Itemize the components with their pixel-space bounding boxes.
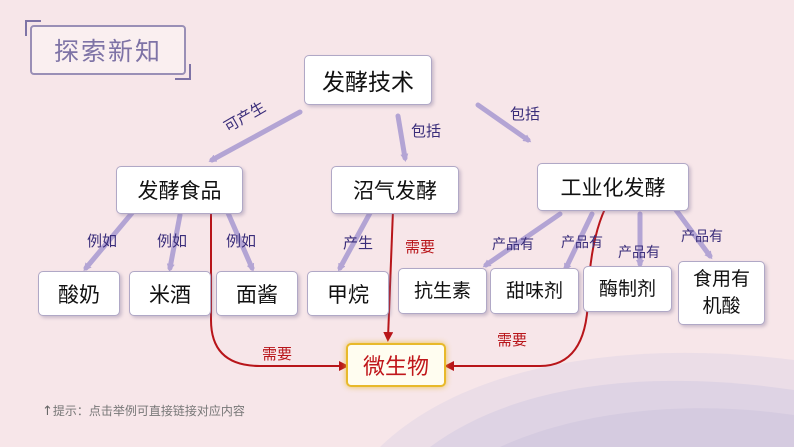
label-example-2: 例如 — [157, 232, 188, 250]
arrow-industry-to-acid — [673, 207, 713, 260]
arrow-industry-to-antibiotic — [482, 211, 563, 268]
section-title-tag: 探索新知 — [25, 20, 191, 80]
label-include-left: 包括 — [411, 122, 442, 140]
red-arrow-biogas-to-microbe — [383, 209, 394, 342]
label-include-right: 包括 — [510, 105, 541, 123]
label-example-3: 例如 — [226, 232, 257, 250]
leaf-rice-wine[interactable]: 米酒 — [129, 271, 211, 316]
arrow-food-to-beanpaste — [225, 210, 255, 272]
arrow-root-to-biogas — [395, 113, 409, 162]
label-need-top: 需要 — [405, 238, 436, 256]
hint-text-row: ↑提示：点击举例可直接链接对应内容 — [42, 402, 245, 419]
arrow-root-to-food — [208, 109, 303, 163]
node-microorganism[interactable]: 微生物 — [346, 343, 446, 387]
leaf-antibiotic[interactable]: 抗生素 — [398, 268, 487, 314]
label-products-4: 产品有 — [681, 229, 723, 245]
leaf-yogurt[interactable]: 酸奶 — [38, 271, 120, 316]
node-biogas-fermentation[interactable]: 沼气发酵 — [331, 166, 459, 214]
leaf-methane[interactable]: 甲烷 — [307, 271, 389, 316]
label-produce: 产生 — [343, 234, 374, 252]
label-need-left: 需要 — [262, 345, 293, 363]
leaf-enzyme[interactable]: 酶制剂 — [583, 266, 672, 312]
label-example-1: 例如 — [87, 232, 118, 250]
node-industrial-fermentation[interactable]: 工业化发酵 — [537, 163, 689, 211]
arrow-biogas-to-methane — [337, 210, 373, 272]
leaf-sweetener[interactable]: 甜味剂 — [490, 268, 579, 314]
leaf-bean-paste[interactable]: 面酱 — [216, 271, 298, 316]
hint-text: 提示：点击举例可直接链接对应内容 — [52, 404, 245, 418]
node-fermentation-technology[interactable]: 发酵技术 — [304, 55, 432, 105]
label-products-1: 产品有 — [492, 237, 534, 253]
arrow-food-to-yogurt — [83, 210, 135, 272]
arrow-food-to-ricewine — [166, 212, 183, 272]
node-fermented-food[interactable]: 发酵食品 — [116, 166, 243, 214]
arrow-industry-to-sweetener — [563, 211, 595, 272]
label-products-2: 产品有 — [561, 235, 603, 251]
arrow-up-icon: ↑ — [42, 404, 53, 419]
leaf-edible-organic-acid[interactable]: 食用有机酸 — [678, 261, 765, 325]
red-arrow-food-to-microbe — [210, 188, 349, 371]
section-title: 探索新知 — [53, 37, 162, 66]
arrow-root-to-industry — [475, 102, 532, 143]
label-products-3: 产品有 — [618, 245, 660, 261]
label-need-right: 需要 — [497, 331, 528, 349]
